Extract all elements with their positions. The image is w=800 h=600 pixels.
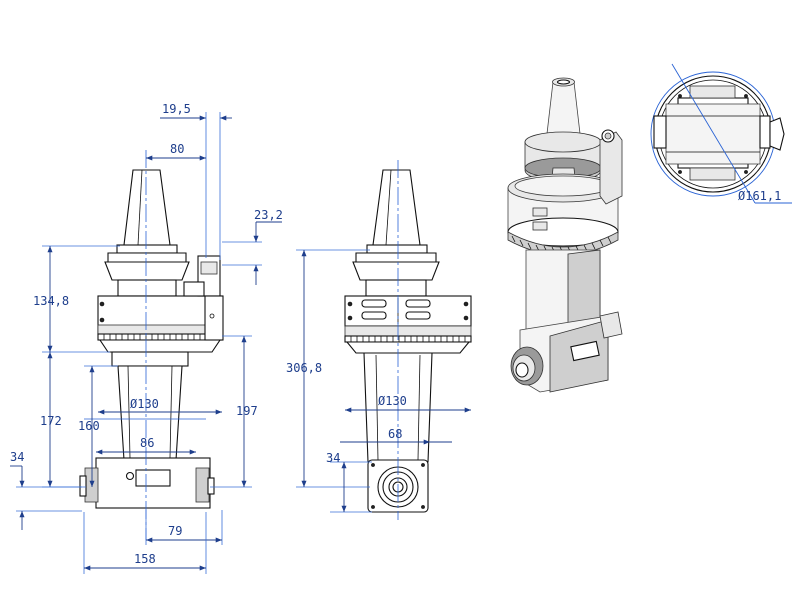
front-flange — [97, 295, 223, 353]
front-dim-19-5: 19,5 — [162, 102, 191, 116]
front-taper — [104, 169, 190, 297]
front-dim-158: 158 — [134, 552, 156, 566]
side-taper — [352, 169, 440, 297]
front-dim-79: 79 — [168, 524, 182, 538]
front-dim-23-2: 23,2 — [254, 208, 283, 222]
side-flange — [344, 295, 472, 354]
front-knurl-ring — [97, 333, 223, 341]
side-dim-130: Ø130 — [378, 394, 407, 408]
side-dim-306-8: 306,8 — [286, 361, 322, 375]
side-dim-34: 34 — [326, 451, 340, 465]
side-view: 306,8 Ø130 68 34 — [286, 160, 472, 520]
front-dim-134-8: 134,8 — [33, 294, 69, 308]
front-dim-130: Ø130 — [130, 397, 159, 411]
front-dim-172: 172 — [40, 414, 62, 428]
isometric-view — [507, 77, 623, 393]
top-view: Ø161,1 — [650, 63, 792, 204]
front-dim-34: 34 — [10, 450, 24, 464]
front-dim-86: 86 — [140, 436, 154, 450]
front-dim-197: 197 — [236, 404, 258, 418]
front-head — [79, 457, 215, 509]
top-dim-161-1: Ø161,1 — [738, 189, 781, 203]
front-stop-block — [183, 255, 224, 341]
front-view: 19,5 80 23,2 134,8 172 160 Ø130 197 86 — [10, 102, 283, 574]
front-dim-80: 80 — [170, 142, 184, 156]
front-dim-160: 160 — [78, 419, 100, 433]
side-dim-68: 68 — [388, 427, 402, 441]
